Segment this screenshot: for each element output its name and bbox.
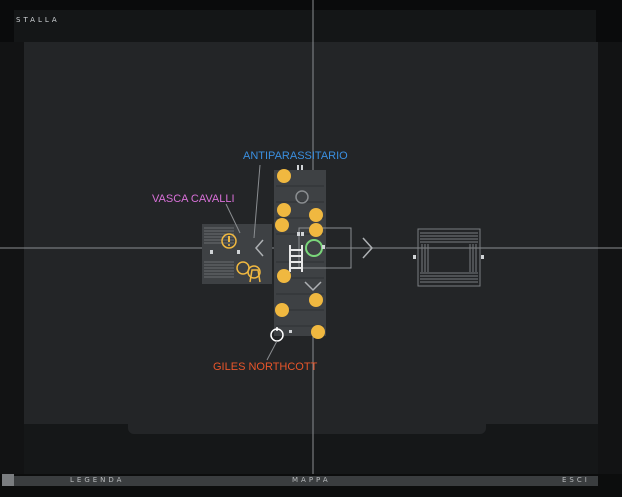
stall-marker <box>309 208 323 222</box>
direction-arrow-icon <box>304 281 322 292</box>
antiparassitario-leader <box>253 164 261 239</box>
left-bezel <box>0 42 24 474</box>
stall-marker <box>275 218 289 232</box>
right-bezel <box>598 42 622 474</box>
stall-marker <box>275 303 289 317</box>
antiparassitario-marker-icon <box>295 190 309 204</box>
ladder-icon <box>289 245 303 272</box>
direction-arrow-icon <box>255 239 264 257</box>
vasca-leader <box>225 203 241 234</box>
stall-marker <box>309 293 323 307</box>
exit-button[interactable]: ESCI <box>562 476 590 484</box>
direction-arrow-icon <box>362 237 374 259</box>
stall-marker <box>309 223 323 237</box>
exclamation-marker-icon <box>221 233 237 249</box>
label-giles-northcott: GILES NORTHCOTT <box>213 361 318 373</box>
screen-title: STALLA <box>16 16 60 24</box>
stall-marker <box>277 203 291 217</box>
map-button[interactable]: MAPPA <box>292 476 331 484</box>
player-view-box <box>298 227 352 269</box>
stall-marker <box>277 269 291 283</box>
door-ticks <box>210 165 484 333</box>
legend-button[interactable]: LEGENDA <box>70 476 125 484</box>
horseshoe-marker-icon <box>236 261 261 283</box>
top-bar <box>14 10 596 42</box>
label-vasca-cavalli: VASCA CAVALLI <box>152 193 235 205</box>
giles-leader <box>266 340 278 361</box>
stall-marker <box>311 325 325 339</box>
stall-markers <box>275 169 325 339</box>
room-right <box>417 228 481 287</box>
menu-square-icon[interactable] <box>2 474 14 486</box>
stall-marker <box>277 169 291 183</box>
label-antiparassitario: ANTIPARASSITARIO <box>243 150 348 162</box>
bottom-strip <box>14 476 598 486</box>
map-bottom-notch <box>128 424 486 434</box>
